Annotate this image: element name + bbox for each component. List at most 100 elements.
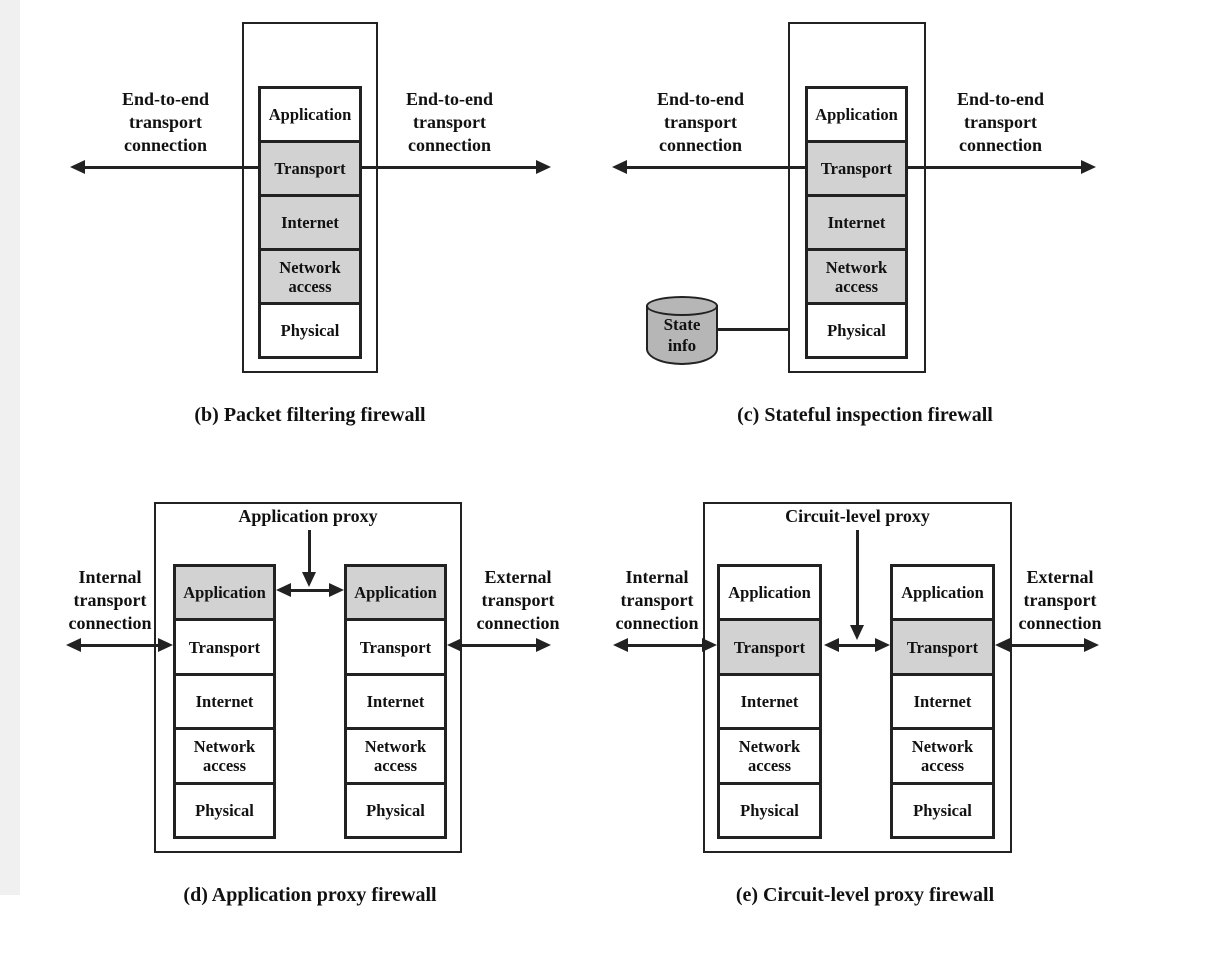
layer-application: Application	[808, 89, 905, 140]
label-line: Internal	[625, 567, 689, 587]
label-line: connection	[408, 135, 491, 155]
end-to-end-connection-label-right: End-to-end transport connection	[372, 88, 527, 157]
layer-application: Application	[261, 89, 359, 140]
layer-physical: Physical	[720, 781, 819, 837]
label-line: transport	[620, 590, 694, 610]
external-transport-label: External transport connection	[443, 566, 593, 635]
label-line: End-to-end	[956, 89, 1045, 109]
arrowhead-left-icon	[70, 160, 85, 174]
label-line: End-to-end	[405, 89, 494, 109]
internal-protocol-stack: Application Transport Internet Network a…	[717, 564, 822, 839]
panel-caption: (c) Stateful inspection firewall	[737, 404, 993, 426]
panel-caption: (d) Application proxy firewall	[183, 884, 437, 906]
arrowhead-left-icon	[613, 638, 628, 652]
layer-application: Application	[720, 567, 819, 619]
protocol-stack: Application Transport Internet Network a…	[258, 86, 362, 359]
proxy-title: Application proxy	[238, 506, 378, 526]
arrowhead-right-icon	[536, 638, 551, 652]
layer-internet: Internet	[347, 672, 444, 728]
layer-application: Application	[893, 567, 992, 619]
arrowhead-down-icon	[850, 625, 864, 640]
internal-connection-line	[625, 644, 704, 647]
layer-network-access: Network access	[347, 727, 444, 782]
layer-internet: Internet	[261, 194, 359, 248]
layer-transport: Transport	[893, 618, 992, 673]
connection-line-left	[622, 166, 805, 169]
arrowhead-right-icon	[158, 638, 173, 652]
layer-internet: Internet	[176, 672, 273, 728]
label-line: transport	[1023, 590, 1097, 610]
label-line: connection	[68, 613, 152, 633]
layer-physical: Physical	[347, 781, 444, 837]
connection-line-right	[908, 166, 1083, 169]
label-line: transport	[664, 112, 737, 132]
label-line: State	[663, 315, 701, 334]
end-to-end-connection-label-right: End-to-end transport connection	[923, 88, 1078, 157]
arrowhead-right-icon	[702, 638, 717, 652]
external-connection-line	[1007, 644, 1086, 647]
end-to-end-connection-label-left: End-to-end transport connection	[88, 88, 243, 157]
layer-physical: Physical	[893, 781, 992, 837]
label-line: connection	[1018, 613, 1102, 633]
label-line: External	[1026, 567, 1094, 587]
arrowhead-left-icon	[824, 638, 839, 652]
internal-transport-label: Internal transport connection	[35, 566, 185, 635]
layer-internet: Internet	[893, 672, 992, 728]
layer-application: Application	[176, 567, 273, 619]
label-line: transport	[964, 112, 1037, 132]
label-line: connection	[659, 135, 742, 155]
layer-transport: Transport	[347, 618, 444, 673]
layer-network-access: Network access	[720, 727, 819, 782]
layer-network-access: Network access	[261, 248, 359, 302]
state-info-cylinder-top	[646, 296, 718, 316]
arrowhead-left-icon	[276, 583, 291, 597]
layer-internet: Internet	[720, 672, 819, 728]
label-line: connection	[615, 613, 699, 633]
label-line: End-to-end	[656, 89, 745, 109]
arrowhead-left-icon	[66, 638, 81, 652]
layer-physical: Physical	[176, 781, 273, 837]
external-connection-line	[459, 644, 539, 647]
layer-application: Application	[347, 567, 444, 619]
state-info-connector-line	[718, 328, 788, 331]
page-edge-strip	[0, 0, 20, 895]
internal-transport-label: Internal transport connection	[582, 566, 732, 635]
label-line: connection	[959, 135, 1042, 155]
internal-connection-line	[78, 644, 162, 647]
label-line: External	[484, 567, 552, 587]
label-line: transport	[413, 112, 486, 132]
layer-physical: Physical	[261, 302, 359, 356]
arrowhead-right-icon	[875, 638, 890, 652]
connection-line-left	[80, 166, 260, 169]
proxy-link-line	[836, 644, 878, 647]
protocol-stack: Application Transport Internet Network a…	[805, 86, 908, 359]
state-info-label: State info	[646, 314, 718, 356]
proxy-down-line	[308, 530, 311, 572]
external-protocol-stack: Application Transport Internet Network a…	[890, 564, 995, 839]
external-transport-label: External transport connection	[985, 566, 1135, 635]
layer-network-access: Network access	[176, 727, 273, 782]
label-line: transport	[481, 590, 555, 610]
connection-line-right	[362, 166, 538, 169]
arrowhead-down-icon	[302, 572, 316, 587]
label-line: transport	[73, 590, 147, 610]
label-line: Internal	[78, 567, 142, 587]
panel-caption: (b) Packet filtering firewall	[194, 404, 426, 426]
arrowhead-right-icon	[1084, 638, 1099, 652]
layer-transport: Transport	[261, 140, 359, 194]
layer-internet: Internet	[808, 194, 905, 248]
panel-caption: (e) Circuit-level proxy firewall	[735, 884, 995, 906]
arrowhead-right-icon	[329, 583, 344, 597]
internal-protocol-stack: Application Transport Internet Network a…	[173, 564, 276, 839]
label-line: connection	[476, 613, 560, 633]
external-protocol-stack: Application Transport Internet Network a…	[344, 564, 447, 839]
end-to-end-connection-label-left: End-to-end transport connection	[623, 88, 778, 157]
arrowhead-right-icon	[536, 160, 551, 174]
layer-network-access: Network access	[893, 727, 992, 782]
arrowhead-left-icon	[612, 160, 627, 174]
arrowhead-left-icon	[995, 638, 1010, 652]
layer-transport: Transport	[808, 140, 905, 194]
label-line: info	[667, 336, 697, 355]
layer-physical: Physical	[808, 302, 905, 356]
